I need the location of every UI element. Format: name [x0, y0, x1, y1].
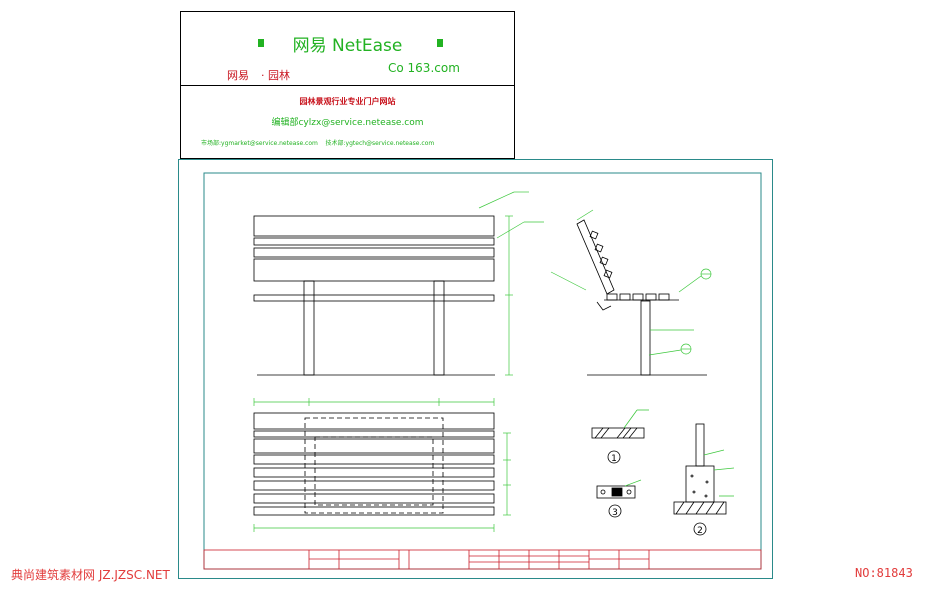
- side-annotations: [550, 209, 712, 356]
- front-elevation: [253, 215, 495, 376]
- editor-email: cylzx@service.netease.com: [298, 118, 424, 128]
- department-contacts: 市场部:ygmarket@service.netease.com 技术部:ygt…: [201, 140, 435, 147]
- tech-email: ygtech@service.netease.com: [345, 140, 435, 147]
- detail-3-bolt-right: [626, 489, 632, 495]
- detail-2-footing: [685, 465, 715, 503]
- side-dim-line: [576, 209, 594, 221]
- detail-1-hatch: [622, 427, 632, 439]
- plan-slat-7: [253, 493, 495, 504]
- backrest-slat-3: [253, 247, 495, 258]
- market-label: 市场部: [201, 140, 220, 147]
- editor-label: 编辑部: [271, 118, 299, 128]
- plan-slat-8: [253, 506, 495, 516]
- plan-slat-2: [253, 430, 495, 438]
- side-seat-slat-4: [645, 293, 657, 301]
- leader-top: [478, 191, 515, 209]
- editor-contact: 编辑部cylzx@service.netease.com: [181, 115, 514, 128]
- drawing-sheet: 1 3 2: [178, 159, 773, 579]
- detail-2-hatch: [705, 501, 715, 515]
- backrest-slat-4: [253, 258, 495, 282]
- side-bracket: [596, 301, 612, 311]
- detail-2-label: 2: [697, 526, 703, 536]
- detail-3: [596, 479, 642, 518]
- leader-slat: [496, 221, 525, 239]
- detail-2-callout: [693, 522, 707, 536]
- side-leader-1: [550, 271, 587, 291]
- detail-2-hatch: [675, 501, 685, 515]
- detail-1: [591, 409, 649, 464]
- backrest-slat-top: [253, 215, 495, 237]
- inner-frame: [203, 172, 762, 570]
- side-elevation: [576, 219, 707, 376]
- plan-slat-5: [253, 467, 495, 478]
- detail-2-aggregate: [690, 474, 694, 478]
- site-section: · 园林: [261, 69, 290, 82]
- detail-1-profile: [591, 427, 645, 439]
- detail-2-leader-1: [703, 449, 725, 456]
- detail-2-aggregate: [704, 494, 708, 498]
- brand-square-right: [437, 39, 443, 47]
- plan-slat-3: [253, 438, 495, 454]
- bench-drawing-svg: 1 3 2: [203, 172, 762, 570]
- detail-2-aggregate: [705, 480, 709, 484]
- watermark: 典尚建筑素材网 JZ.JZSC.NET: [11, 568, 170, 582]
- market-email: ygmarket@service.netease.com: [221, 140, 318, 147]
- card-divider: [181, 85, 514, 86]
- side-seat-slat-1: [606, 293, 618, 301]
- plan-hidden-outer: [304, 417, 444, 514]
- plan-slat-6: [253, 480, 495, 491]
- backrest-slat-2: [253, 237, 495, 246]
- side-seat-slat-3: [632, 293, 644, 301]
- plan-dimensions: [253, 398, 511, 532]
- side-slat-1: [589, 230, 599, 240]
- front-dimensions: [478, 191, 544, 376]
- plan-hidden-frame: [304, 417, 444, 514]
- seat-edge: [253, 294, 495, 302]
- site-name: 网易: [227, 69, 249, 82]
- detail-3-leader: [624, 479, 642, 487]
- detail-1-hatch: [628, 427, 638, 439]
- plan-view: [253, 412, 495, 516]
- tech-label: 技术部: [325, 140, 344, 147]
- detail-2-hatch: [685, 501, 695, 515]
- detail-3-plate: [596, 485, 636, 499]
- detail-3-label: 3: [612, 508, 618, 518]
- detail-1-hatch: [594, 427, 604, 439]
- detail-3-bolt-left: [600, 489, 606, 495]
- serial-number: NO:81843: [855, 566, 913, 580]
- side-seat-slat-5: [658, 293, 670, 301]
- card-slogan: 园林景观行业专业门户网站: [299, 97, 396, 106]
- side-leader-2: [678, 275, 702, 293]
- plan-hidden-inner: [314, 436, 434, 506]
- detail-3-callout: [608, 504, 622, 518]
- side-leg: [640, 300, 651, 376]
- detail-2-post: [695, 423, 705, 467]
- plan-slat-4: [253, 454, 495, 465]
- title-block-frame: [203, 549, 762, 570]
- brand-title: 网易 NetEase: [292, 36, 403, 56]
- brand-square-left: [258, 39, 264, 47]
- side-slat-4: [603, 269, 613, 279]
- detail-2: [673, 423, 735, 536]
- detail-2-hatch: [695, 501, 705, 515]
- detail-2-base: [673, 501, 727, 515]
- detail-1-label: 1: [611, 454, 617, 464]
- detail-1-callout: [607, 450, 621, 464]
- side-slat-3: [599, 256, 609, 266]
- side-slat-2: [594, 243, 604, 253]
- plan-slat-1: [253, 412, 495, 430]
- side-seat-slat-2: [619, 293, 631, 301]
- detail-2-leader-2: [713, 467, 735, 471]
- side-leader-3: [648, 349, 682, 356]
- detail-2-aggregate: [692, 490, 696, 494]
- side-backrest: [576, 219, 615, 295]
- site-url: Co 163.com: [388, 61, 460, 75]
- detail-1-hatch: [600, 427, 610, 439]
- detail-3-post: [611, 487, 623, 497]
- detail-1-leader: [623, 409, 638, 429]
- detail-2-hatch: [715, 501, 725, 515]
- header-card: 网易 NetEase 网易 · 园林 Co 163.com 园林景观行业专业门户…: [180, 11, 515, 159]
- detail-1-hatch: [616, 427, 626, 439]
- title-block: [203, 549, 762, 570]
